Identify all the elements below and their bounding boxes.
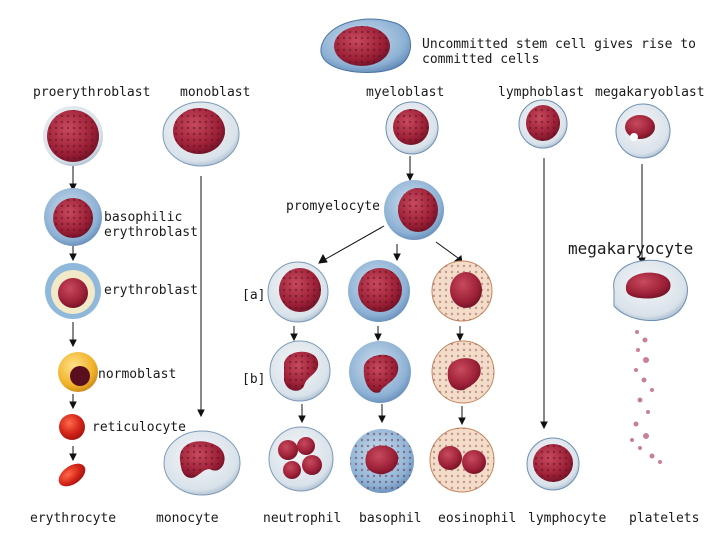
platelets-cells [630, 330, 662, 464]
eosinophil-metamyelocyte-cell [431, 340, 495, 404]
label-monocyte: monocyte [156, 511, 219, 526]
title-line-2: committed cells [422, 52, 540, 67]
promyelocyte-cell [384, 180, 444, 240]
erythrocyte-cell [58, 463, 86, 487]
monocyte-cell [163, 430, 241, 496]
label-basophil: basophil [359, 511, 422, 526]
label-proerythroblast: proerythroblast [33, 85, 151, 100]
label-megakaryocyte: megakaryocyte [568, 239, 694, 258]
label-myeloblast: myeloblast [366, 85, 445, 100]
label-platelets: platelets [629, 511, 700, 526]
label-stage-b: [b] [242, 372, 266, 387]
label-eosinophil: eosinophil [438, 511, 517, 526]
basophil-myelocyte-cell [348, 260, 410, 322]
label-erythroblast: erythroblast [104, 283, 198, 298]
label-neutrophil: neutrophil [263, 511, 342, 526]
label-reticulocyte: reticulocyte [92, 420, 186, 435]
stem-cell [320, 18, 412, 73]
label-promyelocyte: promyelocyte [286, 199, 380, 214]
proerythroblast-cell [43, 106, 103, 166]
neutrophil-metamyelocyte-cell [269, 340, 331, 402]
monoblast-cell [162, 101, 240, 167]
megakaryocyte-cell [613, 259, 688, 322]
eosinophil-cell [429, 427, 495, 493]
normoblast-cell [58, 352, 98, 392]
basophilic-erythroblast-cell [44, 188, 102, 246]
label-stage-a: [a] [242, 288, 266, 303]
label-lymphocyte: lymphocyte [528, 511, 607, 526]
label-megakaryoblast: megakaryoblast [595, 85, 705, 100]
label-basophilic-line-2: erythroblast [104, 225, 198, 240]
myeloblast-cell [385, 101, 439, 155]
megakaryoblast-cell [615, 103, 671, 159]
reticulocyte-cell [59, 414, 85, 440]
basophil-metamyelocyte-cell [349, 341, 411, 403]
label-erythrocyte: erythrocyte [30, 511, 117, 526]
lymphoblast-cell [518, 99, 568, 149]
neutrophil-myelocyte-cell [267, 261, 329, 323]
label-basophilic-line-1: basophilic [104, 210, 183, 225]
label-normoblast: normoblast [98, 367, 177, 382]
label-lymphoblast: lymphoblast [498, 85, 585, 100]
erythroblast-cell [45, 263, 101, 319]
lymphocyte-cell [526, 437, 580, 491]
neutrophil-cell [268, 426, 334, 492]
basophil-cell [350, 429, 414, 493]
title-line-1: Uncommitted stem cell gives rise to [422, 37, 696, 52]
arrows [69, 156, 646, 462]
eosinophil-myelocyte-cell [431, 260, 493, 322]
label-monoblast: monoblast [180, 85, 251, 100]
